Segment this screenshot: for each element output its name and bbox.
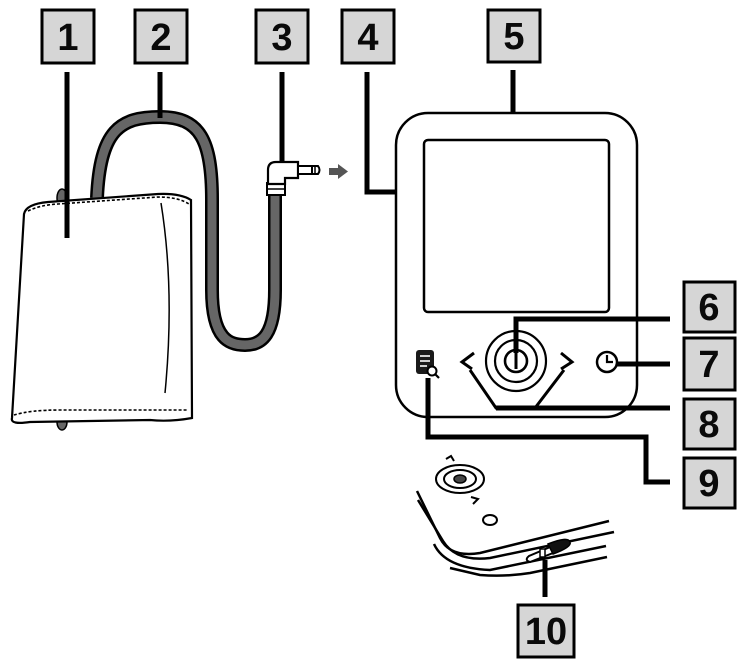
callout-3-text: 3 (271, 17, 292, 59)
cuff (10, 188, 194, 431)
callout-6-text: 6 (698, 287, 719, 329)
callout-1: 1 (40, 8, 96, 65)
memory-icon[interactable] (416, 350, 440, 379)
arrow-right-icon (329, 164, 348, 179)
leader-9 (425, 378, 670, 485)
monitor-device (394, 111, 639, 419)
leader-4 (364, 72, 397, 195)
callout-9: 9 (682, 456, 737, 510)
callout-4-text: 4 (357, 17, 378, 59)
callout-8: 8 (682, 397, 737, 451)
callout-4: 4 (340, 8, 396, 65)
callout-7-text: 7 (698, 344, 719, 386)
callout-2: 2 (133, 8, 189, 65)
callout-3: 3 (254, 8, 310, 65)
callout-10: 10 (516, 603, 576, 659)
callout-7: 7 (682, 336, 737, 392)
leader-lines (64, 70, 670, 597)
user-switch[interactable] (525, 538, 571, 564)
callout-5-text: 5 (503, 16, 524, 58)
clock-icon[interactable] (595, 350, 619, 374)
connector-plug (266, 160, 321, 196)
callout-10-text: 10 (525, 611, 567, 653)
callout-1-text: 1 (57, 17, 78, 59)
callout-2-text: 2 (150, 17, 171, 59)
leader-6 (513, 316, 670, 353)
device-side-view (415, 454, 615, 577)
callout-5: 5 (486, 8, 542, 64)
side-start-button (435, 464, 485, 494)
air-hose (90, 109, 282, 353)
callout-9-text: 9 (698, 463, 719, 505)
callout-8-text: 8 (698, 404, 719, 446)
display (422, 138, 611, 314)
callout-6: 6 (682, 280, 737, 334)
